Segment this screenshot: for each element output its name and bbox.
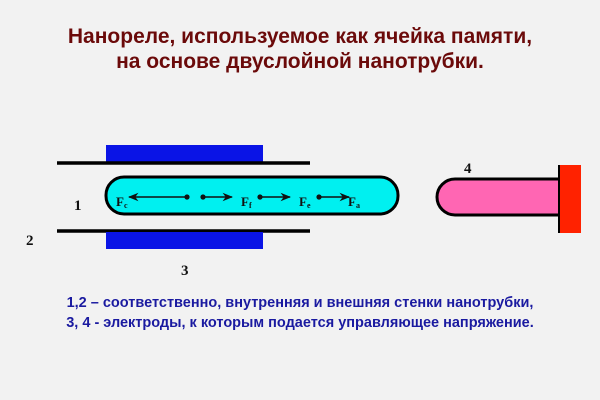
caption-line-1: 1,2 – соответственно, внутренняя и внешн… <box>66 295 534 311</box>
label-electrode-3: 3 <box>181 263 189 279</box>
force-label-a: Fa <box>348 194 360 210</box>
electrode-3-bottom <box>106 232 263 249</box>
force-point <box>316 194 322 200</box>
label-electrode-4: 4 <box>464 161 472 177</box>
label-outer-wall: 2 <box>26 233 34 249</box>
title-line-1: Нанореле, используемое как ячейка памяти… <box>67 25 533 48</box>
force-point <box>184 194 190 200</box>
label-inner-wall: 1 <box>74 198 82 214</box>
electrode-4-plate <box>560 165 581 233</box>
title-line-2: на основе двуслойной нанотрубки. <box>116 50 484 73</box>
force-label-e: Fe <box>299 194 311 210</box>
force-label-c: Fc <box>116 194 128 210</box>
electrode-4-tip <box>435 177 562 217</box>
caption-line-2: 3, 4 - электроды, к которым подается упр… <box>66 315 534 331</box>
electrode-3-top <box>106 145 263 162</box>
force-label-f: Ff <box>241 194 252 210</box>
force-point <box>200 194 206 200</box>
force-point <box>257 194 263 200</box>
inner-tube <box>104 175 400 216</box>
